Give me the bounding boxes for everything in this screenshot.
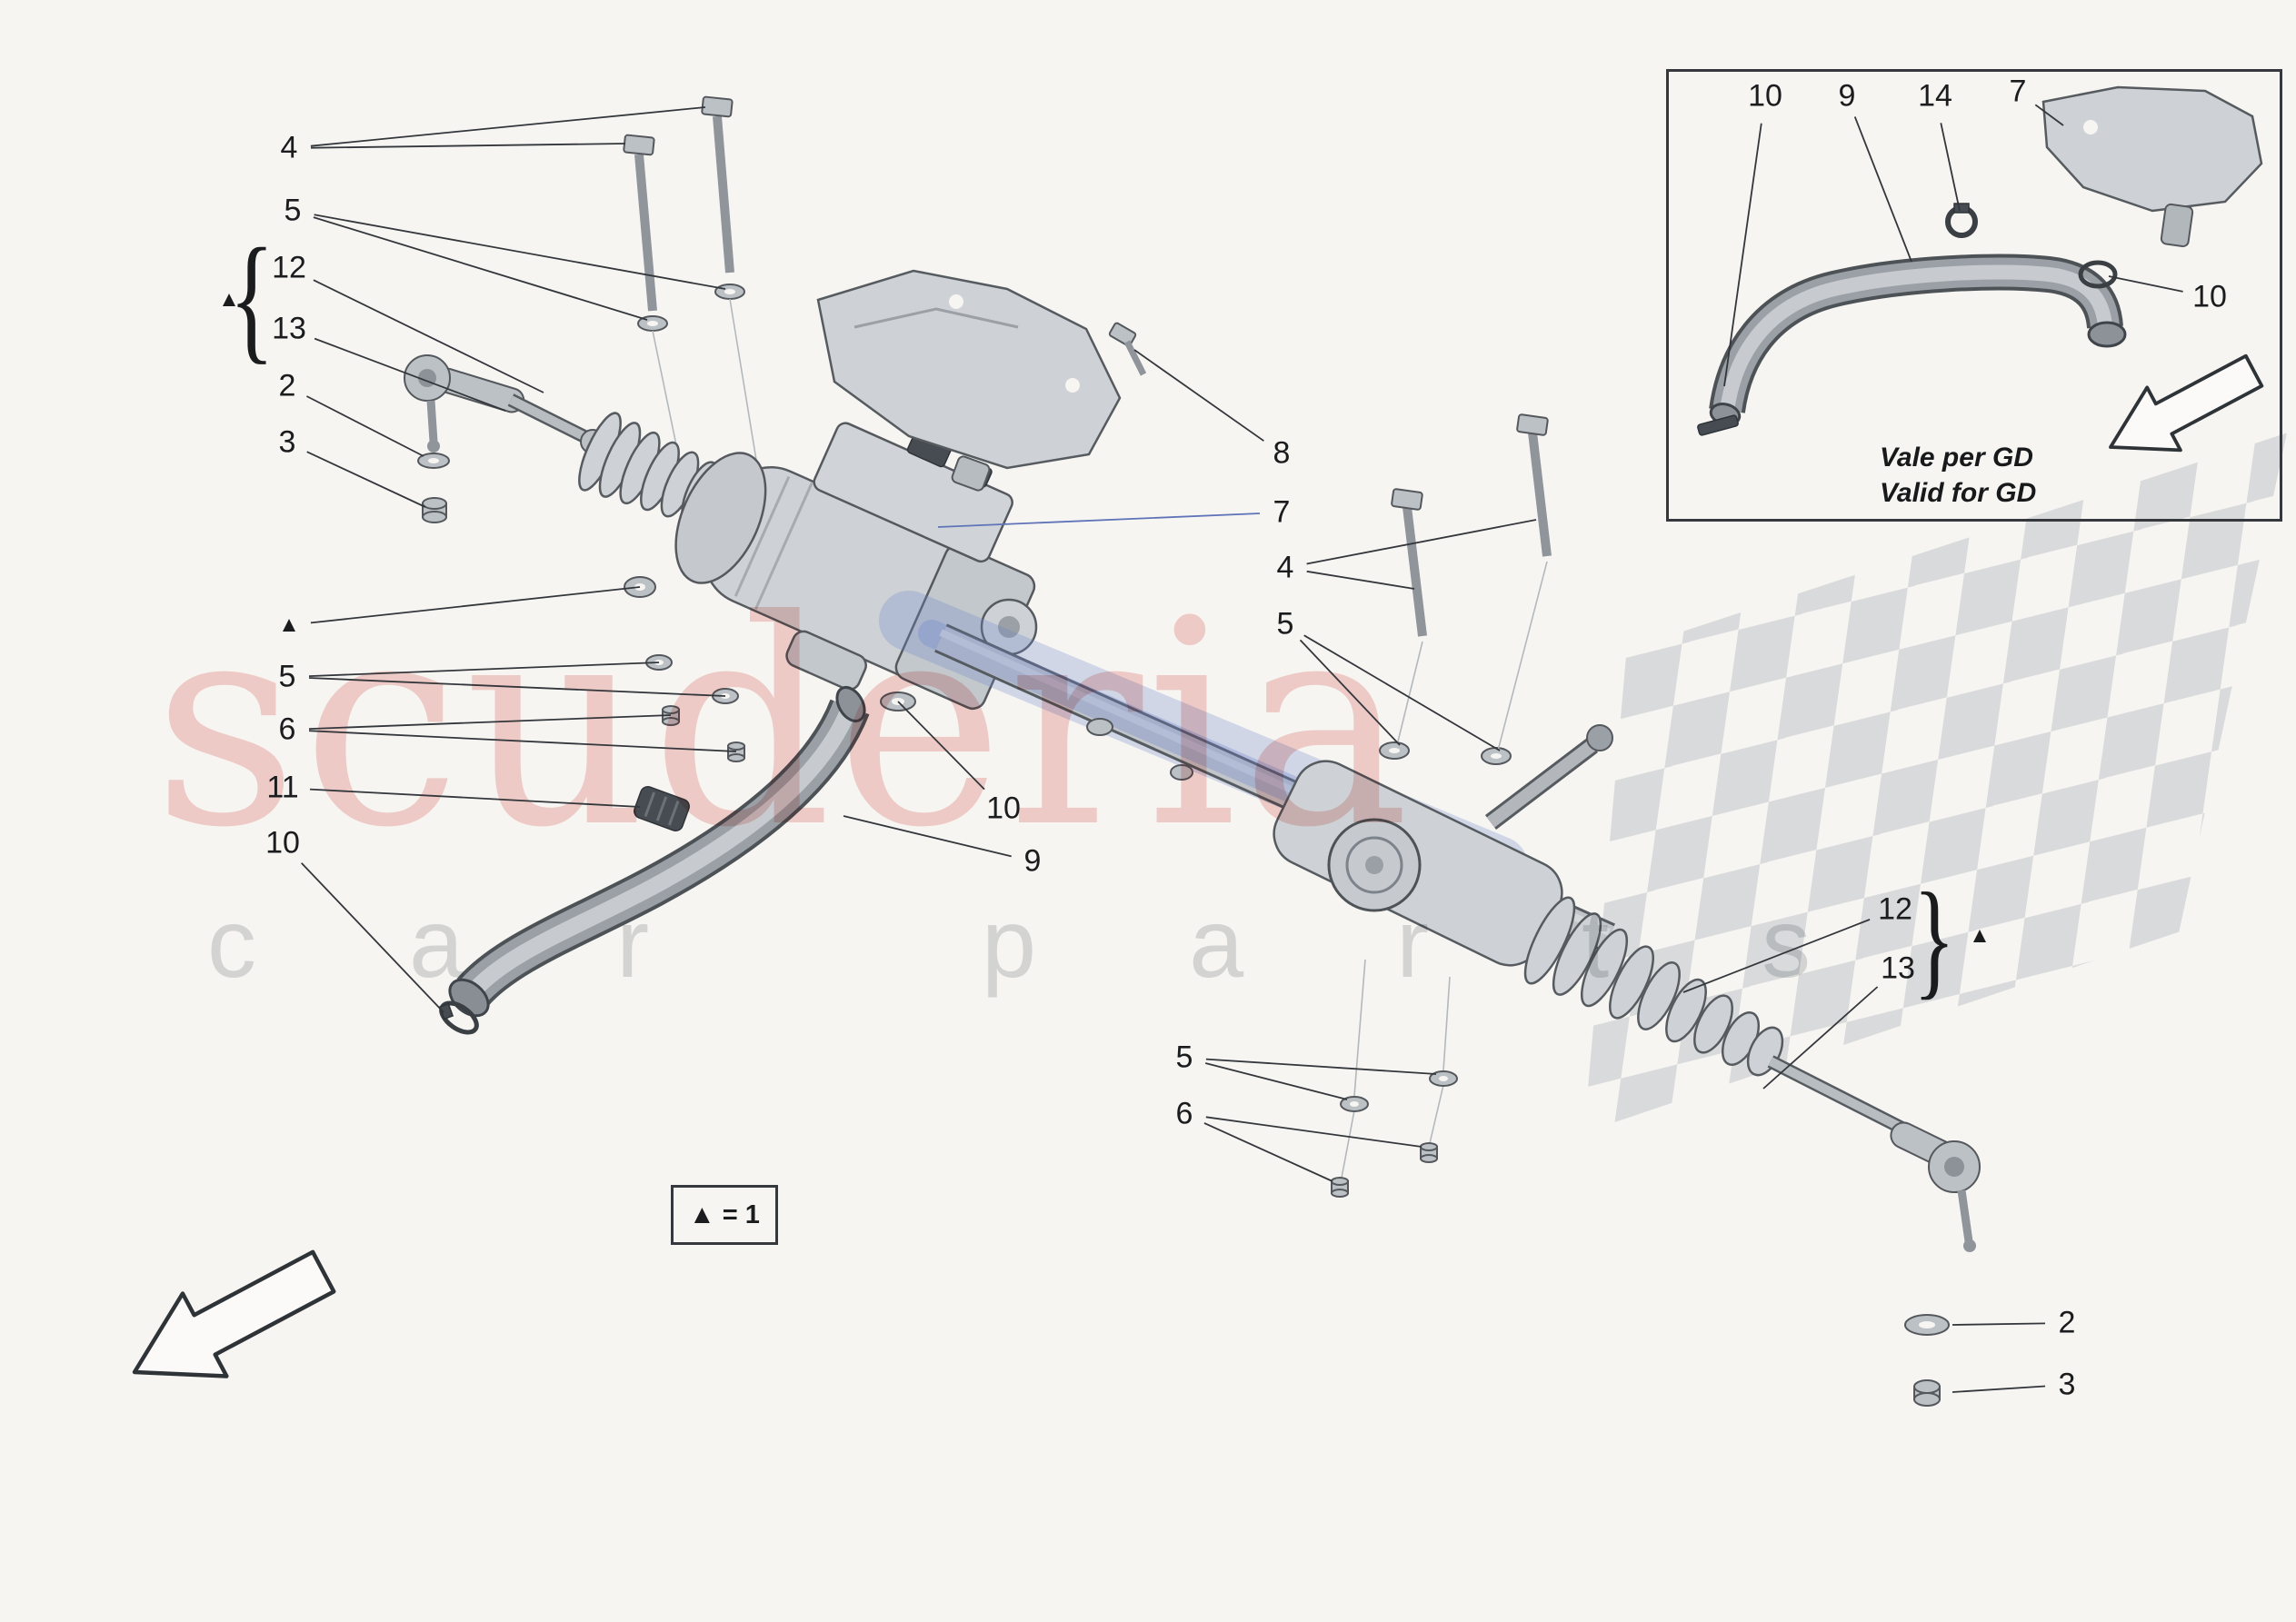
drain-hose bbox=[438, 686, 870, 1035]
gd-variant-note: Vale per GD Valid for GD bbox=[1880, 440, 2036, 511]
shield-bolt bbox=[1108, 322, 1147, 376]
rack-housing-right bbox=[1273, 724, 1613, 967]
direction-arrow bbox=[113, 1230, 345, 1413]
heat-shield bbox=[816, 269, 1122, 492]
right-tie-rod-nut bbox=[1913, 1379, 1941, 1407]
left-tie-rod bbox=[404, 354, 605, 523]
gd-variant-inset-box bbox=[1666, 69, 2282, 522]
triangle-legend-box: ▲ = 1 bbox=[671, 1185, 778, 1245]
triangle-legend-text: ▲ = 1 bbox=[689, 1199, 760, 1229]
right-tie-rod bbox=[1767, 1055, 1981, 1407]
gd-note-line-english: Valid for GD bbox=[1880, 478, 2037, 508]
right-mounting-bolts bbox=[1391, 413, 1552, 751]
left-tie-rod-nut bbox=[422, 497, 447, 523]
hose-bracket bbox=[634, 786, 690, 831]
right-bellows bbox=[1523, 896, 1784, 1077]
bottom-mount-hardware bbox=[1331, 959, 1458, 1198]
left-mount-hardware bbox=[624, 576, 745, 762]
gd-note-line-italian: Vale per GD bbox=[1880, 443, 2033, 473]
